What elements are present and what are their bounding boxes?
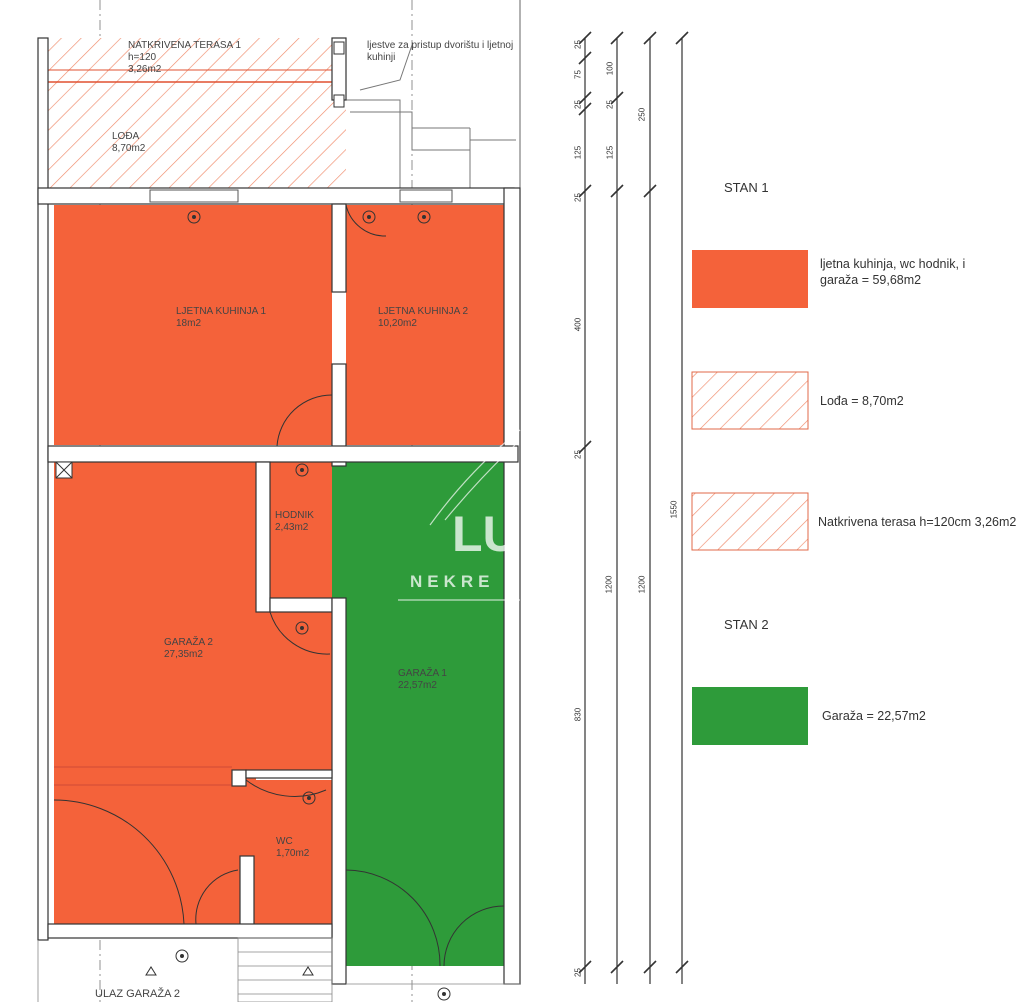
- dim-text: 25: [573, 40, 583, 49]
- garaza1-area: 22,57m2: [398, 680, 437, 691]
- terasa-label: NATKRIVENA TERASA 1 h=120 3,26m2: [128, 40, 241, 76]
- dimension-lines: [584, 38, 683, 984]
- legend-item-stan1: ljetna kuhinja, wc hodnik, i garaža = 59…: [820, 257, 966, 287]
- lodja-label: LOĐA 8,70m2: [112, 131, 145, 155]
- lodja-name: LOĐA: [112, 131, 140, 142]
- entrance-label: ULAZ GARAŽA 2: [95, 988, 180, 1000]
- legend-swatch-terasa: [691, 492, 809, 551]
- garaza2-label: GARAŽA 2 27,35m2: [164, 637, 213, 661]
- legend-item-stan2: Garaža = 22,57m2: [822, 709, 926, 723]
- stairs: [346, 44, 516, 190]
- garaza1-label: GARAŽA 1 22,57m2: [398, 668, 447, 692]
- dim-text: 250: [637, 107, 647, 122]
- lodja-area: [46, 82, 346, 188]
- dim-text: 100: [605, 61, 615, 76]
- kuhinja1-name: LJETNA KUHINJA 1: [176, 306, 267, 317]
- room-kuhinja1: [54, 205, 332, 445]
- kuhinja2-name: LJETNA KUHINJA 2: [378, 306, 469, 317]
- terasa-area-text: 3,26m2: [128, 64, 162, 75]
- dim-text: 25: [573, 100, 583, 109]
- room-kuhinja2: [346, 205, 504, 445]
- legend-item-terasa: Natkrivena terasa h=120cm 3,26m2: [818, 515, 1017, 529]
- dim-text: 25: [573, 193, 583, 202]
- wc-area: 1,70m2: [276, 848, 310, 859]
- kuhinja2-area: 10,20m2: [378, 318, 417, 329]
- dim-text: 1200: [637, 575, 647, 594]
- watermark-logo: [398, 429, 521, 601]
- dim-text: 1200: [604, 575, 614, 594]
- wc-name: WC: [276, 836, 293, 847]
- dim-text: 25: [573, 968, 583, 977]
- garaza2-name: GARAŽA 2: [164, 637, 213, 648]
- garaza1-name: GARAŽA 1: [398, 668, 447, 679]
- terasa-area: [46, 38, 332, 82]
- wc-label: WC 1,70m2: [276, 836, 309, 860]
- kuhinja1-label: LJETNA KUHINJA 1 18m2: [176, 306, 266, 330]
- hodnik-label: HODNIK 2,43m2: [275, 510, 314, 534]
- dim-text: 125: [573, 145, 583, 160]
- dim-text: 25: [605, 100, 615, 109]
- dim-text: 400: [573, 317, 583, 332]
- legend-swatch-lodja: [691, 371, 809, 430]
- watermark-big: LU: [452, 506, 519, 562]
- dim-text: 75: [573, 70, 583, 79]
- room-garaza2: [54, 462, 256, 924]
- legend-stan1-title: STAN 1: [724, 180, 769, 195]
- hodnik-area: 2,43m2: [275, 522, 309, 533]
- hodnik-name: HODNIK: [275, 510, 314, 521]
- light-icons: [175, 210, 451, 1001]
- legend-item-lodja: Lođa = 8,70m2: [820, 394, 904, 408]
- garaza2-area: 27,35m2: [164, 649, 203, 660]
- legend-swatch-stan1: [692, 250, 808, 308]
- dim-text: 125: [605, 145, 615, 160]
- door-swings: [53, 204, 505, 967]
- stairs-note: ljestve za pristup dvorištu i ljetnoj ku…: [367, 40, 514, 63]
- legend-swatch-stan2: [692, 687, 808, 745]
- lodja-area-text: 8,70m2: [112, 143, 146, 154]
- terasa-note: h=120: [128, 52, 157, 63]
- entrance-arrow-icon: [145, 966, 157, 976]
- kuhinja1-area: 18m2: [176, 318, 202, 329]
- kuhinja2-label: LJETNA KUHINJA 2 10,20m2: [378, 306, 468, 330]
- terasa-name: NATKRIVENA TERASA 1: [128, 40, 242, 51]
- shaft-icon: [55, 461, 73, 479]
- dim-text: 1550: [669, 500, 679, 519]
- room-wc: [240, 780, 332, 924]
- room-garaza1: [332, 462, 504, 966]
- dim-text: 830: [573, 707, 583, 722]
- watermark-small: NEKRE: [410, 572, 495, 591]
- dim-text: 25: [573, 450, 583, 459]
- legend-stan2-title: STAN 2: [724, 617, 769, 632]
